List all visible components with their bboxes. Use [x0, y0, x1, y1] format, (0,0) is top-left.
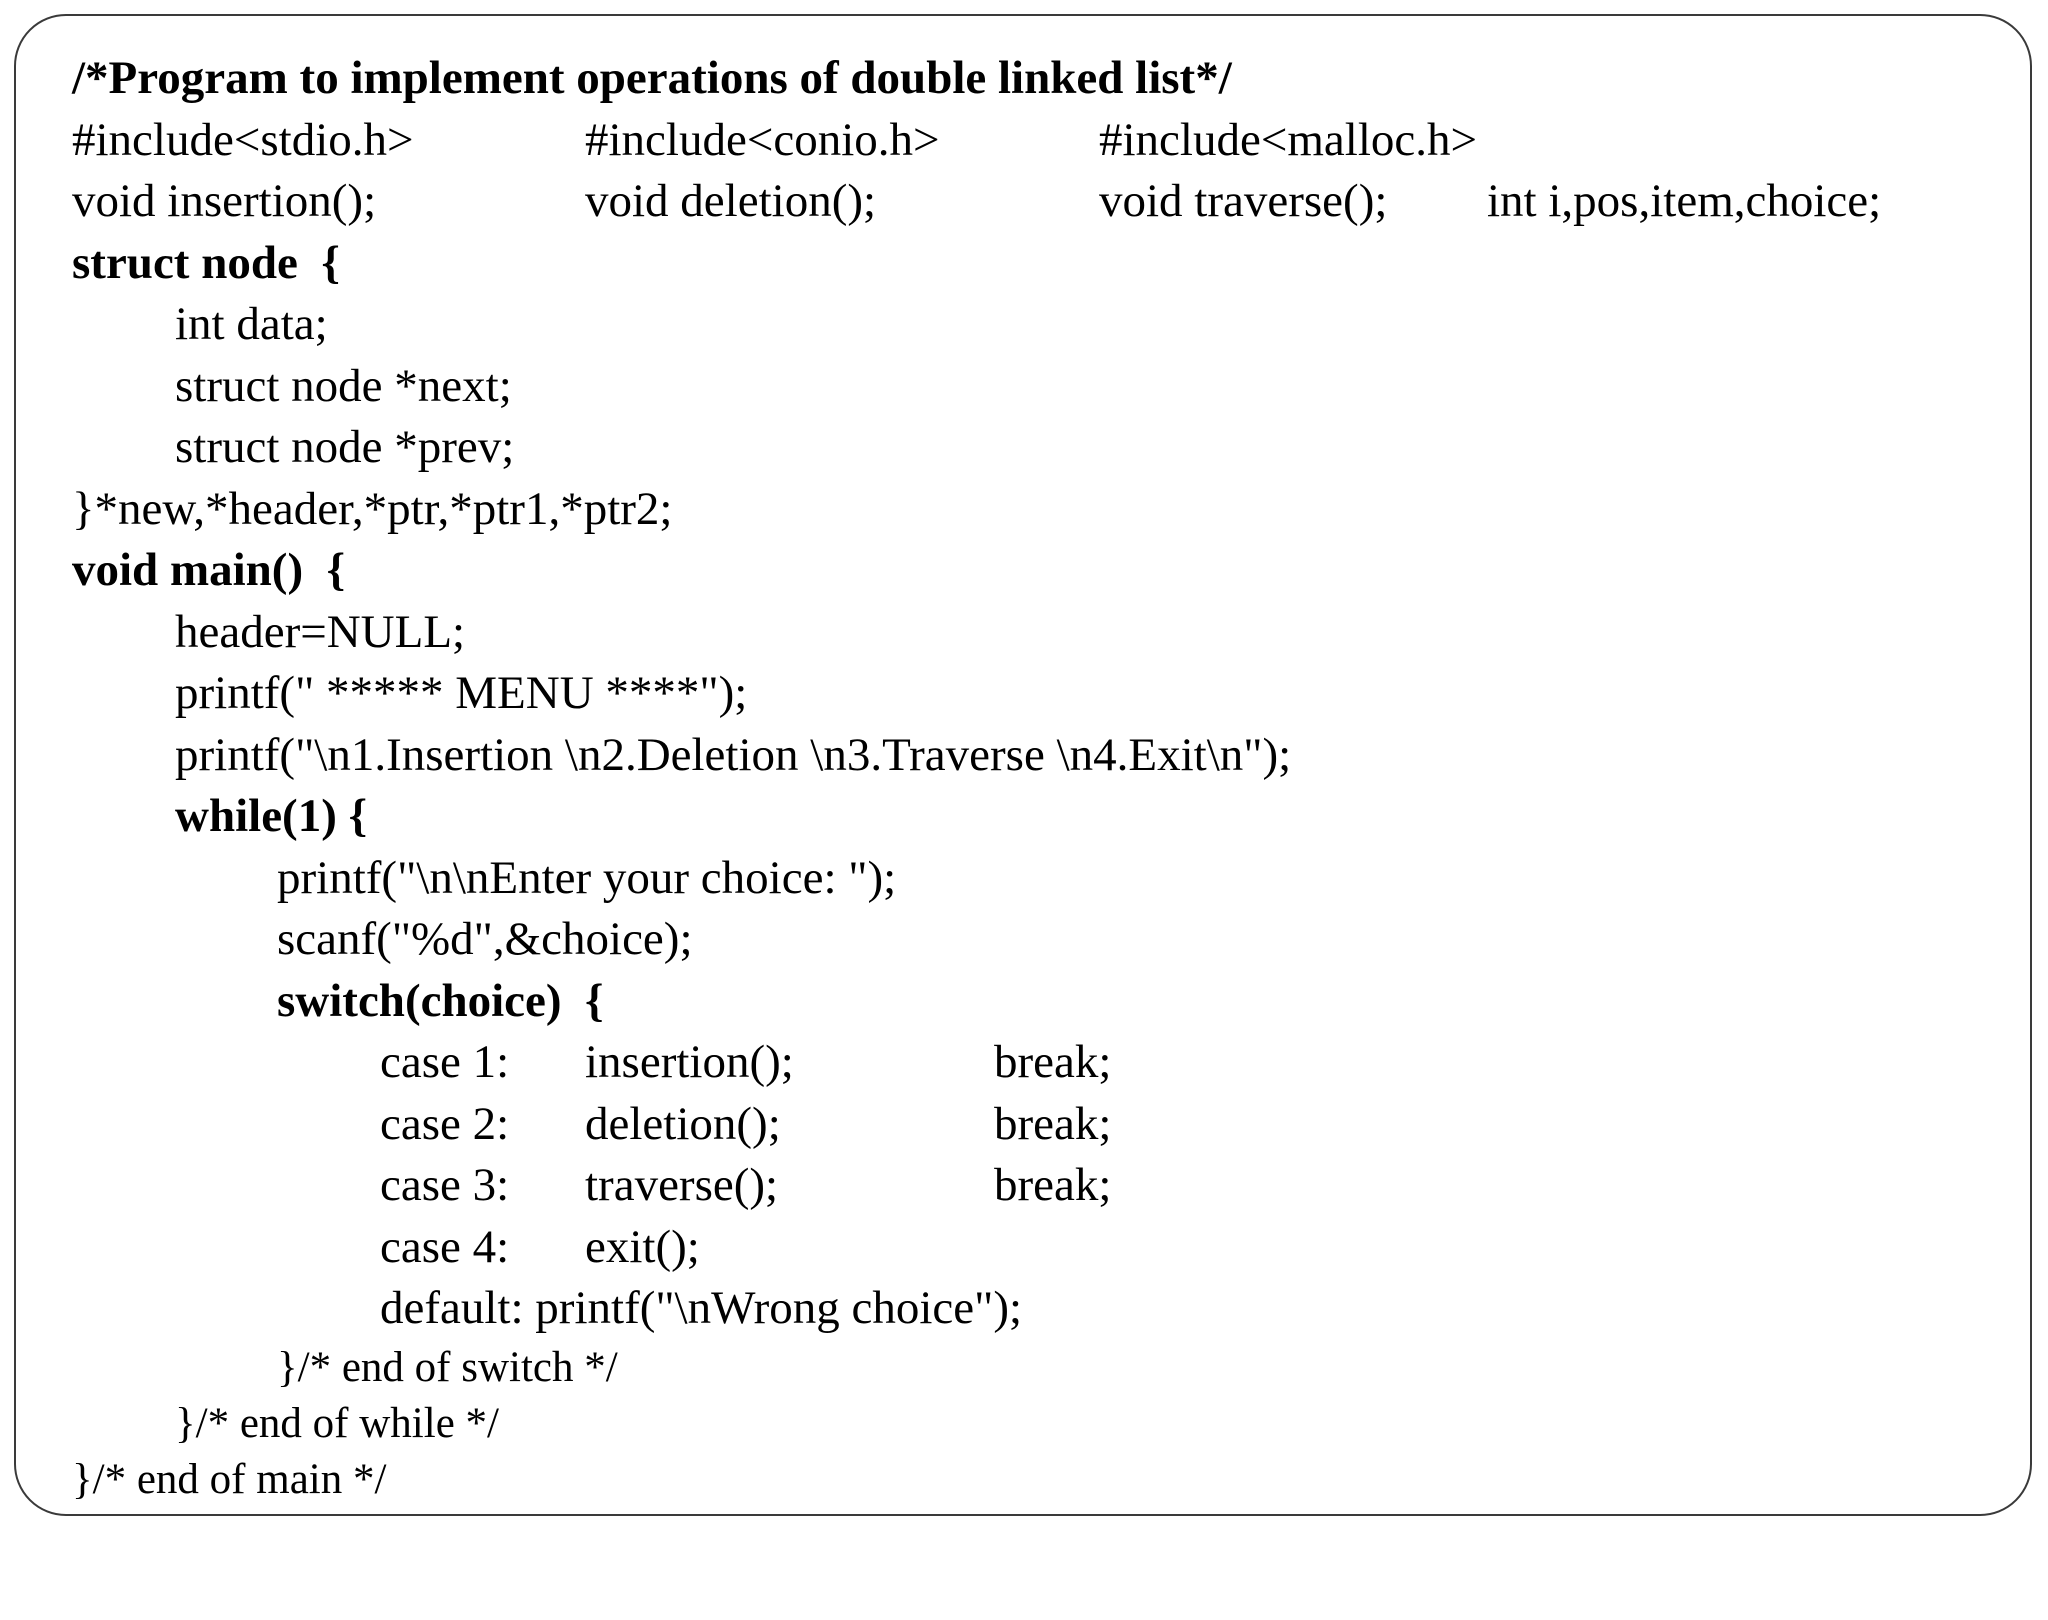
struct-close: }*new,*header,*ptr,*ptr1,*ptr2; — [72, 482, 673, 535]
main-body-line: header=NULL; — [72, 602, 2012, 664]
case-label: case 3: — [380, 1159, 510, 1211]
struct-field-next: struct node *next; — [175, 359, 512, 412]
struct-close-line: }*new,*header,*ptr,*ptr1,*ptr2; — [72, 479, 2012, 541]
proto-deletion: void deletion(); — [585, 175, 877, 227]
prototypes-line: void insertion(); void deletion(); void … — [72, 171, 2012, 233]
comment-title: /*Program to implement operations of dou… — [72, 52, 1232, 104]
case-line: case 3: traverse(); break; — [72, 1155, 2012, 1217]
struct-field-data: int data; — [175, 298, 328, 350]
end-while-line: }/* end of while */ — [72, 1396, 2012, 1452]
struct-field-line: struct node *next; — [72, 356, 2012, 418]
case-line: case 1: insertion(); break; — [72, 1032, 2012, 1094]
code-block: /*Program to implement operations of dou… — [72, 48, 2012, 1508]
comment-title-line: /*Program to implement operations of dou… — [72, 48, 2012, 110]
struct-field-line: int data; — [72, 294, 2012, 356]
scanf-choice: scanf("%d",&choice); — [277, 913, 693, 965]
default-line: default: printf("\nWrong choice"); — [72, 1278, 2012, 1340]
include-conio: #include<conio.h> — [585, 113, 940, 166]
switch-header: switch(choice) { — [277, 974, 604, 1027]
global-vars: int i,pos,item,choice; — [1487, 175, 1882, 227]
end-main-comment: }/* end of main */ — [72, 1455, 387, 1503]
header-null: header=NULL; — [175, 605, 466, 658]
case-line: case 2: deletion(); break; — [72, 1094, 2012, 1156]
end-switch-line: }/* end of switch */ — [72, 1340, 2012, 1396]
include-stdio: #include<stdio.h> — [72, 113, 414, 166]
end-main-line: }/* end of main */ — [72, 1452, 2012, 1508]
struct-field-prev: struct node *prev; — [175, 421, 515, 473]
printf-enter-choice: printf("\n\nEnter your choice: "); — [277, 851, 897, 904]
while-header: while(1) { — [175, 790, 368, 842]
while-body-line: printf("\n\nEnter your choice: "); — [72, 848, 2012, 910]
proto-insertion: void insertion(); — [72, 175, 377, 227]
while-body-line: scanf("%d",&choice); — [72, 909, 2012, 971]
printf-options: printf("\n1.Insertion \n2.Deletion \n3.T… — [175, 728, 1292, 781]
default-case: default: printf("\nWrong choice"); — [380, 1282, 1023, 1334]
case-label: case 4: — [380, 1220, 510, 1273]
main-body-line: printf("\n1.Insertion \n2.Deletion \n3.T… — [72, 725, 2012, 787]
end-switch-comment: }/* end of switch */ — [277, 1343, 618, 1391]
end-while-comment: }/* end of while */ — [175, 1399, 499, 1447]
case-break: break; — [994, 1159, 1112, 1211]
struct-field-line: struct node *prev; — [72, 417, 2012, 479]
struct-header-line: struct node { — [72, 233, 2012, 295]
main-header: void main() { — [72, 544, 346, 596]
switch-header-line: switch(choice) { — [72, 971, 2012, 1033]
while-header-line: while(1) { — [72, 786, 2012, 848]
case-call: traverse(); — [585, 1159, 779, 1211]
case-call: insertion(); — [585, 1036, 794, 1088]
main-header-line: void main() { — [72, 540, 2012, 602]
case-call: deletion(); — [585, 1097, 781, 1150]
struct-header: struct node { — [72, 236, 340, 289]
case-call: exit(); — [585, 1220, 700, 1273]
case-label: case 2: — [380, 1097, 510, 1150]
case-break: break; — [994, 1097, 1112, 1150]
proto-traverse: void traverse(); — [1099, 175, 1388, 227]
slide-frame — [14, 14, 2032, 1516]
printf-menu: printf(" ***** MENU ****"); — [175, 667, 748, 719]
main-body-line: printf(" ***** MENU ****"); — [72, 663, 2012, 725]
case-line: case 4: exit(); — [72, 1217, 2012, 1279]
case-label: case 1: — [380, 1036, 510, 1088]
include-malloc: #include<malloc.h> — [1099, 113, 1477, 166]
case-break: break; — [994, 1036, 1112, 1088]
includes-line: #include<stdio.h> #include<conio.h> #inc… — [72, 110, 2012, 172]
